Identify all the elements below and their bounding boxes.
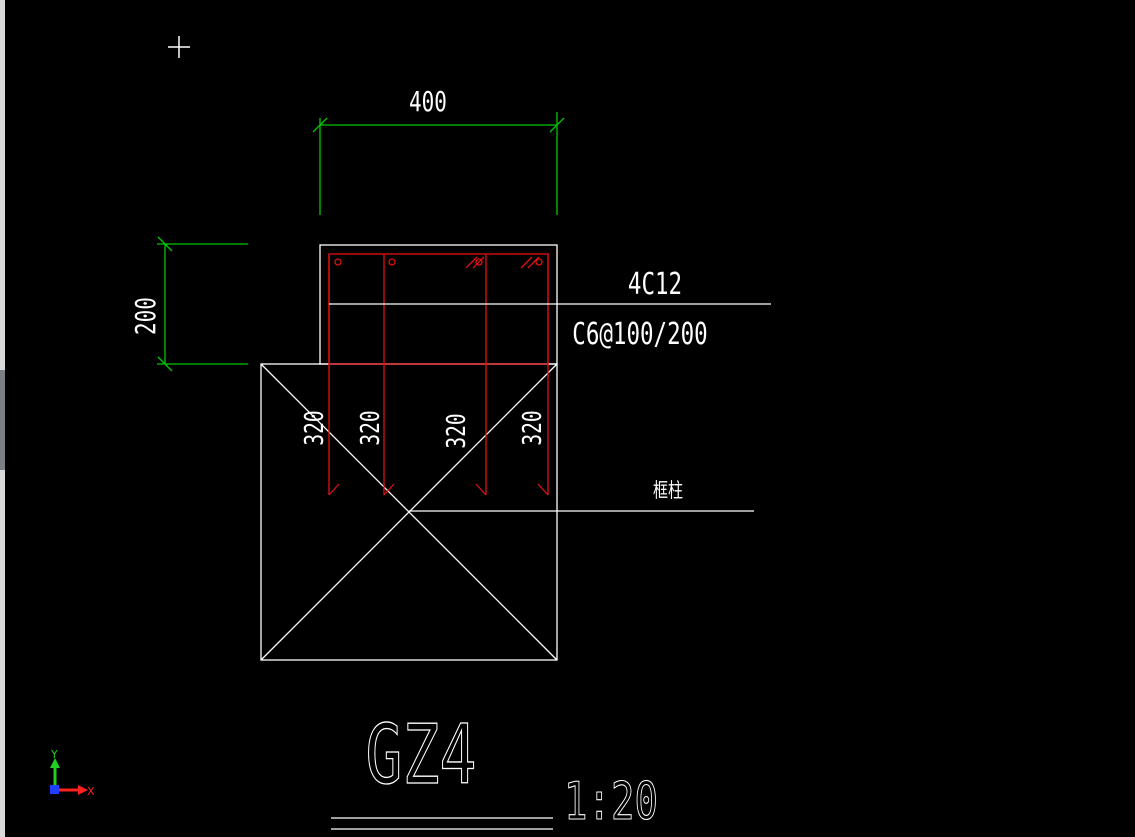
anchor-length-label-1: 320	[300, 410, 329, 445]
height-dimension	[157, 236, 248, 372]
stirrup-callout: C6@100/200	[572, 317, 707, 352]
rebar-dot-2	[388, 258, 396, 266]
side-panel-tab[interactable]	[0, 370, 5, 470]
rebar-cage	[328, 253, 549, 496]
ucs-x-label: X	[87, 785, 95, 798]
ucs-y-label: Y	[50, 748, 58, 761]
rebar-dot-3	[475, 258, 483, 266]
stirrup-outline	[328, 253, 549, 365]
main-bar-callout: 4C12	[628, 267, 682, 302]
rebar-dot-4	[535, 258, 543, 266]
anchor-length-label-2: 320	[356, 410, 385, 445]
width-dimension-label: 400	[409, 85, 447, 118]
scale-label: 1:20	[564, 770, 658, 831]
drawing-title: GZ4	[365, 708, 476, 803]
rebar-dot-1	[334, 258, 342, 266]
crosshair-cursor-icon	[168, 36, 190, 58]
anchor-length-label-3: 320	[442, 413, 471, 448]
frame-column	[260, 363, 558, 661]
leader-lines	[329, 303, 771, 512]
column-note-callout: 框柱	[653, 479, 683, 503]
title-underline	[331, 817, 553, 830]
height-dimension-label: 200	[129, 297, 162, 335]
anchor-length-label-4: 320	[518, 410, 547, 445]
ucs-icon	[50, 758, 88, 795]
width-dimension	[312, 112, 565, 215]
